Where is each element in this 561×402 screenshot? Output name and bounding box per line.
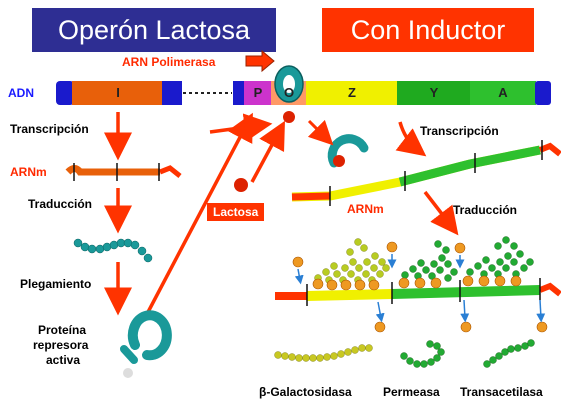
active-repressor-icon bbox=[120, 310, 172, 378]
translation-left-label: Traducción bbox=[28, 197, 93, 211]
ribosomes bbox=[292, 241, 548, 333]
gene-p-segment bbox=[244, 81, 272, 105]
transcription-left-label: Transcripción bbox=[10, 122, 89, 136]
lactose-molecule-icon bbox=[234, 178, 248, 192]
arrow-translation-right bbox=[423, 190, 459, 236]
arrow-repressor-to-operator bbox=[145, 112, 253, 315]
mrna-translating bbox=[275, 278, 561, 306]
gene-i-label: I bbox=[116, 85, 120, 100]
transcription-right-label: Transcripción bbox=[420, 124, 499, 138]
dna-regulator-cap-right bbox=[162, 81, 182, 105]
mrna-left bbox=[65, 163, 182, 181]
arrow-to-released-repressor bbox=[307, 119, 334, 146]
translation-right-label: Traducción bbox=[453, 203, 518, 217]
gene-z-segment bbox=[306, 81, 398, 105]
gene-p-label: P bbox=[253, 85, 263, 100]
transacetylase-label: Transacetilasa bbox=[460, 385, 543, 399]
ribosome-flow-arrows bbox=[294, 254, 546, 323]
mrna-left-label: ARNm bbox=[10, 165, 47, 179]
rna-polymerase-label: ARN Polimerasa bbox=[122, 55, 216, 69]
dna-regulator-cap-left bbox=[56, 81, 74, 105]
lactose-label: Lactosa bbox=[207, 203, 265, 221]
transacetylase-chain bbox=[483, 339, 535, 368]
arrow-transcription-right bbox=[395, 121, 427, 157]
mrna-right-upper bbox=[291, 140, 561, 206]
gene-i-segment bbox=[72, 81, 164, 105]
dna-operon-cap-left bbox=[233, 81, 245, 105]
permease-label: Permeasa bbox=[383, 385, 440, 399]
gene-y-segment bbox=[397, 81, 471, 105]
nascent-peptides-y bbox=[401, 240, 458, 282]
nascent-peptides-z bbox=[314, 238, 390, 284]
repressor-released-icon bbox=[327, 134, 369, 168]
gene-y-label: Y bbox=[429, 85, 439, 100]
beta-galactosidase-chain bbox=[274, 344, 373, 362]
title-con-inductor: Con Inductor bbox=[322, 8, 534, 52]
folding-label: Plegamiento bbox=[20, 277, 92, 291]
beta-galactosidase-label: β-Galactosidasa bbox=[259, 385, 352, 399]
protein-label-line-1: Proteína bbox=[38, 323, 87, 337]
gene-o-label: O bbox=[283, 85, 295, 100]
repressor-operator-icon bbox=[274, 65, 304, 123]
gene-a-label: A bbox=[498, 85, 508, 100]
polypeptide-chain-left bbox=[73, 238, 153, 263]
arrow-hook-to-operator bbox=[209, 113, 273, 142]
title-operon-lactosa: Operón Lactosa bbox=[32, 8, 276, 52]
rna-polymerase-arrow-icon bbox=[245, 49, 275, 73]
protein-label-line-3: activa bbox=[46, 353, 81, 367]
mrna-right-label: ARNm bbox=[347, 202, 384, 216]
dna-operon-cap-right bbox=[535, 81, 551, 105]
permease-chain bbox=[400, 340, 445, 368]
gene-a-segment bbox=[470, 81, 536, 105]
nascent-peptides-a bbox=[466, 236, 534, 278]
gene-z-label: Z bbox=[348, 85, 356, 100]
dna-label: ADN bbox=[8, 86, 34, 100]
arrow-lactose-to-repressor bbox=[250, 120, 285, 183]
protein-label-line-2: represora bbox=[33, 338, 89, 352]
